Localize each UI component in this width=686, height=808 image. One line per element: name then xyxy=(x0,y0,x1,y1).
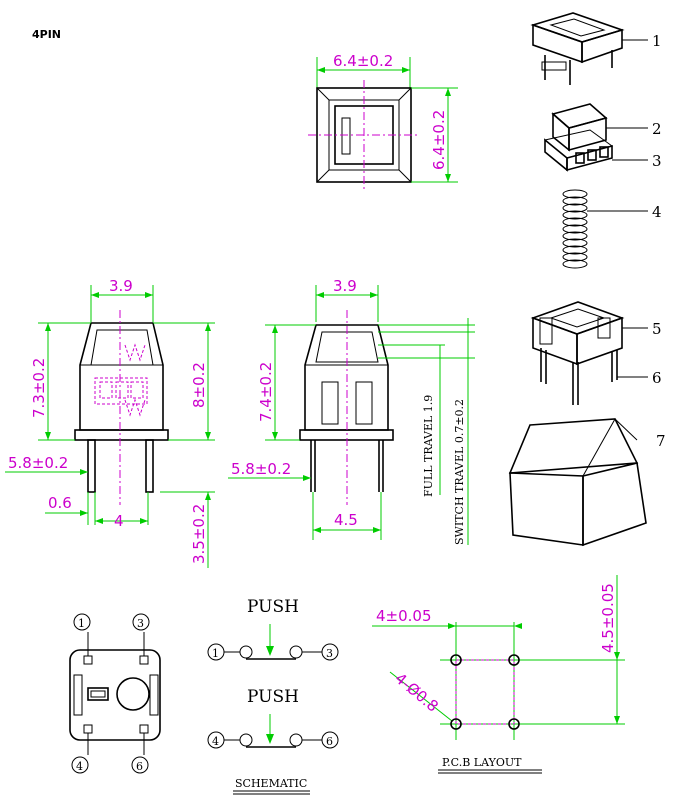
top-height-dim: 6.4±0.2 xyxy=(430,110,448,170)
schematic-pin-4: 4 xyxy=(212,735,219,748)
front-pin-dim: 0.6 xyxy=(48,494,72,512)
pcb-pitch-x-dim: 4±0.05 xyxy=(376,607,432,625)
full-travel-label: FULL TRAVEL 1.9 xyxy=(422,395,435,497)
part-3-label: 3 xyxy=(652,152,662,170)
push-label-1: PUSH xyxy=(247,597,299,617)
front-height-right-dim: 8±0.2 xyxy=(190,362,208,408)
part-4-label: 4 xyxy=(652,203,662,221)
bottom-view: 1 3 4 6 xyxy=(69,613,161,774)
part-2-label: 2 xyxy=(652,120,662,138)
push-label-2: PUSH xyxy=(247,687,299,707)
part-1-label: 1 xyxy=(652,32,662,50)
schematic-pin-6: 6 xyxy=(326,735,333,748)
side-width-dim: 3.9 xyxy=(333,277,357,295)
front-pin-length-dim: 3.5±0.2 xyxy=(190,504,208,564)
schematic-title: SCHEMATIC xyxy=(235,777,307,790)
schematic-pin-1: 1 xyxy=(212,647,219,660)
front-width-dim: 3.9 xyxy=(109,277,133,295)
front-base-dim: 5.8±0.2 xyxy=(8,454,68,472)
drawing-title: 4PIN xyxy=(32,28,61,41)
front-view: 3.9 7.3±0.2 8±0.2 5.8±0.2 0.6 xyxy=(5,277,215,568)
side-view: 3.9 7.4±0.2 5.8±0.2 4.5 FULL TRAVE xyxy=(228,277,475,545)
side-height-dim: 7.4±0.2 xyxy=(257,362,275,422)
side-pitch-dim: 4.5 xyxy=(334,511,358,529)
top-view: 6.4±0.2 6.4±0.2 xyxy=(308,52,458,190)
pcb-title: P.C.B LAYOUT xyxy=(442,756,522,769)
pcb-layout: 4±0.05 4.5±0.05 4-Ø0.8 P.C.B LAYOUT xyxy=(372,575,625,774)
part-6-label: 6 xyxy=(652,369,662,387)
pin-4-label: 4 xyxy=(76,760,83,773)
schematic-pin-3: 3 xyxy=(326,647,333,660)
side-base-dim: 5.8±0.2 xyxy=(231,460,291,478)
pcb-pitch-y-dim: 4.5±0.05 xyxy=(599,583,617,653)
part-7-label: 7 xyxy=(656,432,666,450)
exploded-parts: 1 2 3 4 xyxy=(508,12,666,547)
pin-3-label: 3 xyxy=(137,617,144,630)
switch-travel-label: SWITCH TRAVEL 0.7±0.2 xyxy=(453,399,466,545)
front-height-left-dim: 7.3±0.2 xyxy=(30,358,48,418)
front-pitch-dim: 4 xyxy=(114,512,124,530)
top-width-dim: 6.4±0.2 xyxy=(333,52,393,70)
spring xyxy=(562,189,588,269)
pin-1-label: 1 xyxy=(78,617,85,630)
pin-6-label: 6 xyxy=(136,760,143,773)
pcb-hole-dim: 4-Ø0.8 xyxy=(391,669,441,715)
part-5-label: 5 xyxy=(652,320,662,338)
schematic: PUSH 1 3 PUSH 4 6 SCHEMATIC xyxy=(207,597,339,795)
